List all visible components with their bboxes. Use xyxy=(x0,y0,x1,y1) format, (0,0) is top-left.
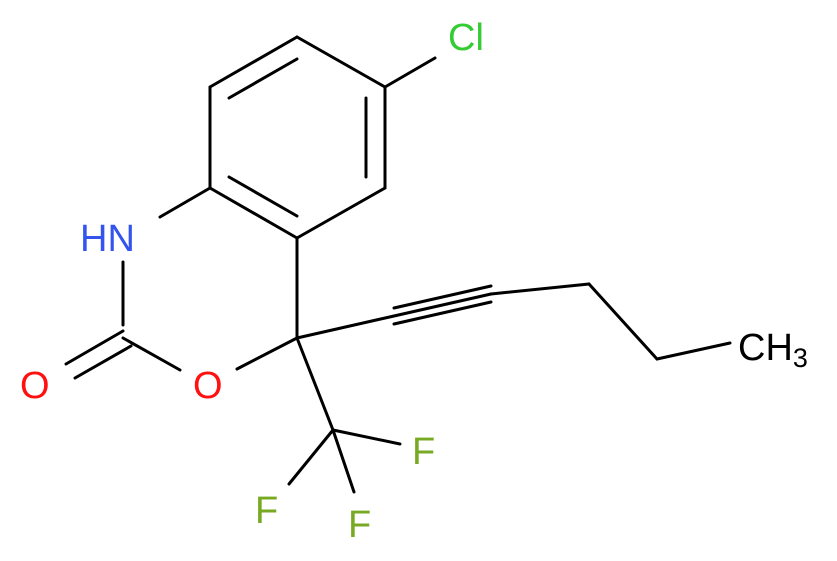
fluorine-label-2: F xyxy=(255,490,278,532)
fluorine-label-3: F xyxy=(348,504,371,546)
bond-c8a-c8 xyxy=(208,35,299,89)
bond-cf3-f1 xyxy=(331,428,402,446)
bond-c6-c5 xyxy=(295,186,387,240)
methyl-subscript: 3 xyxy=(793,343,808,373)
bond-c2-o-carbonyl-b xyxy=(73,344,133,380)
carbonyl-oxygen-label: O xyxy=(20,365,50,407)
bond-c5-c4a-inner xyxy=(227,175,299,218)
atom-labels: Cl HN O O F F F CH3 xyxy=(20,17,808,546)
bond-c8-c7 xyxy=(295,35,387,89)
bond-alkyne-triple-1 xyxy=(392,284,493,310)
bond-c5-c4a xyxy=(208,186,299,240)
bond-alkyne-c2 xyxy=(489,282,591,296)
bond-c7-cl xyxy=(383,56,437,89)
bond-cf3-f3 xyxy=(331,428,356,494)
methyl-main: CH xyxy=(738,327,793,369)
bonds xyxy=(64,35,732,494)
nh-label: HN xyxy=(80,218,135,260)
chlorine-label: Cl xyxy=(448,17,484,59)
bond-alkyne-triple-2 xyxy=(392,292,493,318)
fluorine-label-1: F xyxy=(412,431,435,473)
ring-oxygen-label: O xyxy=(193,365,223,407)
bond-c4-alkyne-a xyxy=(295,314,396,340)
bond-alkyne-triple-3 xyxy=(392,300,493,326)
bond-c8a-c8-inner xyxy=(227,57,299,100)
bond-o1-c4 xyxy=(235,336,299,371)
bond-c2-o1 xyxy=(121,336,182,372)
bond-ch2-ch2 xyxy=(587,282,659,361)
bond-c2-o-carbonyl-a xyxy=(64,329,125,366)
bond-ch2-ch3 xyxy=(655,341,732,361)
methyl-label: CH3 xyxy=(738,327,808,373)
bond-c4-cf3 xyxy=(295,336,335,432)
bond-c4a-n xyxy=(158,186,212,219)
bond-cf3-f2 xyxy=(287,428,335,486)
